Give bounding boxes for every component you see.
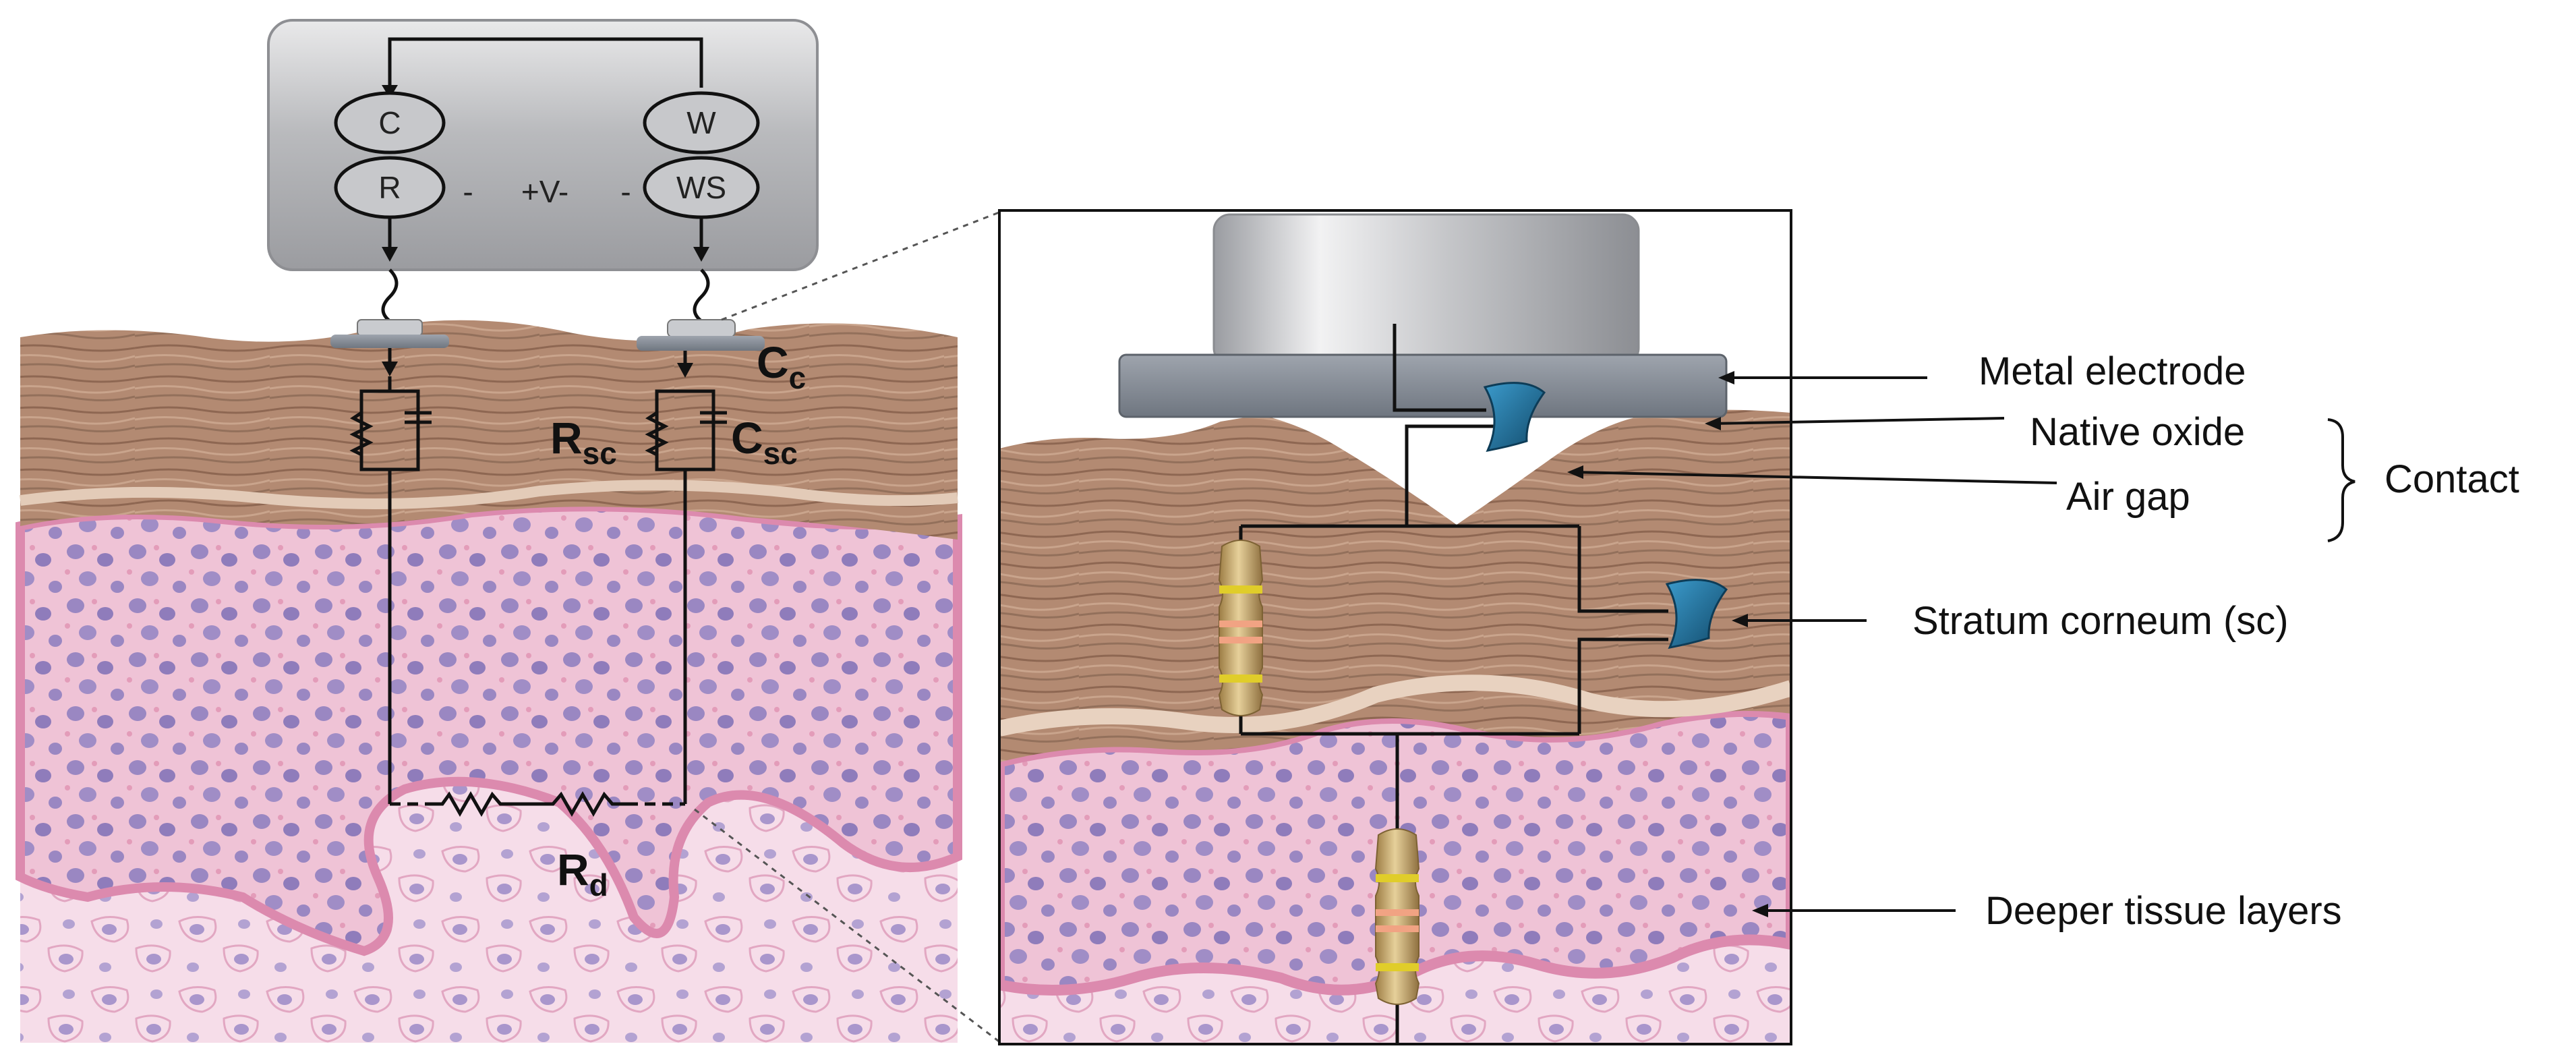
minus-right: - <box>620 174 631 209</box>
right-circuit <box>645 351 727 804</box>
contact-bracket <box>2327 418 2355 542</box>
working-sense-electrode-node: WS <box>643 156 760 219</box>
voltage-label: +V- <box>521 174 568 209</box>
native-oxide-label: Native oxide <box>2030 410 2245 454</box>
potentiostat-box: C R W WS - +V- - <box>267 19 819 271</box>
metal-electrode-plate <box>1118 353 1728 418</box>
counter-electrode-node: C <box>334 91 446 154</box>
air-gap-label: Air gap <box>2066 475 2190 519</box>
contact-capacitor-icon <box>1483 382 1546 453</box>
metal-electrode-label: Metal electrode <box>1979 349 2246 393</box>
svg-text:C: C <box>378 105 401 140</box>
sc-capacitance-symbol: Csc <box>731 413 798 471</box>
contact-capacitance-symbol: Cc <box>757 337 806 395</box>
right-electrode <box>637 319 765 351</box>
left-circuit <box>349 348 685 817</box>
contact-label: Contact <box>2384 457 2519 501</box>
sc-resistor-icon <box>1218 540 1264 716</box>
stratum-corneum-zoom <box>999 409 1791 762</box>
sc-capacitor-icon <box>1665 579 1728 650</box>
svg-text:WS: WS <box>676 170 726 205</box>
deeper-tissue-label: Deeper tissue layers <box>1985 889 2342 933</box>
zoom-line-top <box>721 210 1001 321</box>
minus-left: - <box>463 174 473 209</box>
stratum-corneum-label: Stratum corneum (sc) <box>1912 599 2289 643</box>
left-electrode <box>330 319 449 348</box>
sc-resistance-symbol: Rsc <box>550 413 617 471</box>
working-electrode-node: W <box>643 91 760 154</box>
svg-text:R: R <box>378 170 401 205</box>
left-skin-cross-section <box>16 320 962 1043</box>
reference-electrode-node: R <box>334 156 446 219</box>
deep-resistor-icon <box>1374 828 1420 1005</box>
callout-arrows <box>1567 371 2057 917</box>
deep-resistance-symbol: Rd <box>557 844 608 902</box>
svg-text:W: W <box>686 105 716 140</box>
stratum-corneum-left <box>20 320 958 540</box>
